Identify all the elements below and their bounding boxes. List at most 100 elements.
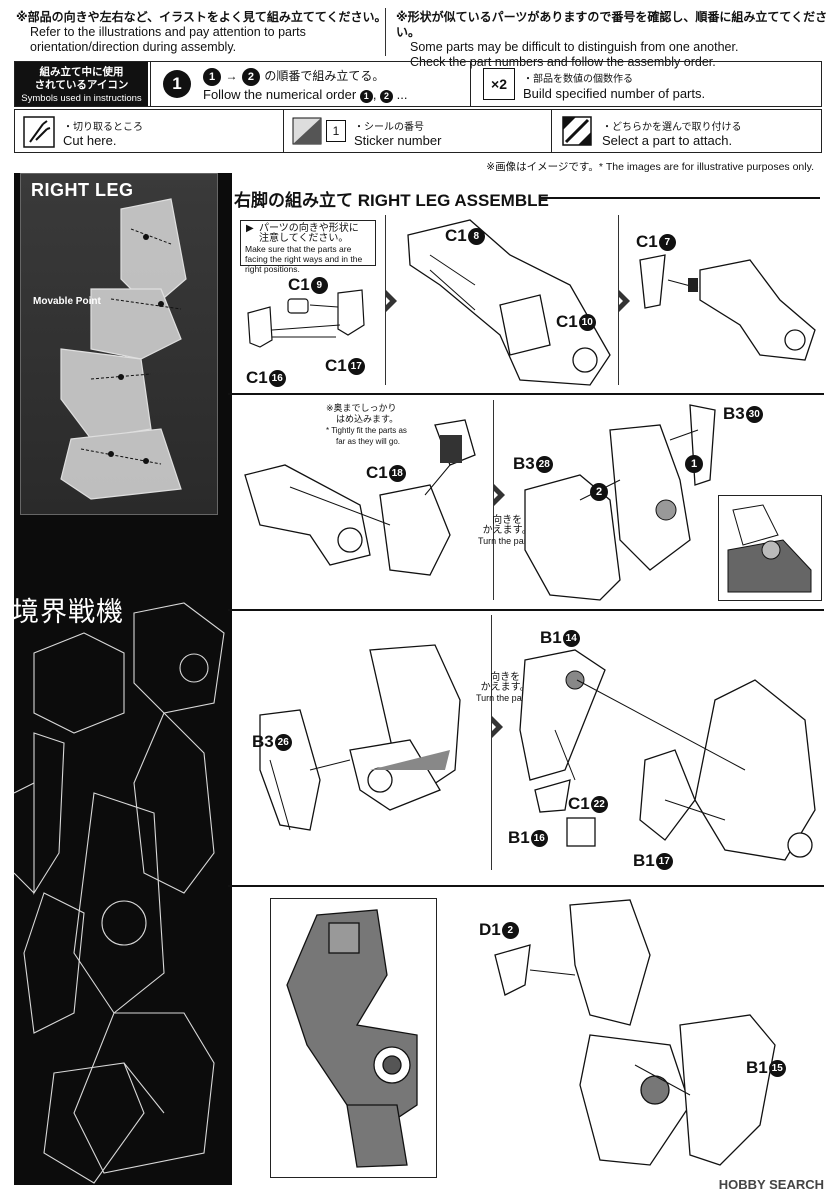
order-en-tail: ... xyxy=(396,87,408,102)
sticker-number-box: 1 xyxy=(326,120,346,142)
part-b1-16-code: B1 xyxy=(508,828,530,847)
part-b1-15-code: B1 xyxy=(746,1058,768,1077)
part-c1-18-num: 18 xyxy=(388,465,406,482)
count-jp: ・部品を数値の個数作る xyxy=(523,74,633,85)
step8-illustration xyxy=(494,899,776,1166)
symbols-row-2: ・切り取るところ Cut here. 1 ・シールの番号 Sticker num… xyxy=(14,109,822,153)
count-en: Build specified number of parts. xyxy=(523,86,706,101)
step3-illustration xyxy=(639,254,816,361)
part-b3-30-num: 30 xyxy=(745,406,763,423)
step-arrow-4 xyxy=(488,715,503,739)
row-separator-1 xyxy=(228,393,824,395)
step-arrow-2 xyxy=(615,289,630,313)
notice-left-jp: ※部品の向きや左右など、イラストをよく見て組み立ててください。 xyxy=(16,10,387,24)
order-seq-1-icon: 1 xyxy=(203,68,221,86)
part-b1-17-code: B1 xyxy=(633,851,655,870)
row-separator-2 xyxy=(228,609,824,611)
select-en: Select a part to attach. xyxy=(602,133,733,148)
fit-note: ※奥までしっかり はめ込みます。 * Tightly fit the parts… xyxy=(326,403,407,447)
part-c1-8-code: C1 xyxy=(445,226,467,245)
order-number-icon: 1 xyxy=(163,70,191,98)
order-jp: 1 → 2 の順番で組み立てる。 xyxy=(203,67,384,86)
turn-note-2: 向きを かえます。 Turn the parts. xyxy=(476,672,534,704)
orientation-note-en: Make sure that the parts are facing the … xyxy=(245,244,363,274)
part-c1-22-num: 22 xyxy=(590,796,608,813)
count-icon: ×2 xyxy=(483,68,515,100)
notice-left: ※部品の向きや左右など、イラストをよく見て組み立ててください。 Refer to… xyxy=(16,10,386,55)
fit-note-jp-1: ※奥までしっかり xyxy=(326,403,397,413)
turn-note-1-jp-1: 向きを xyxy=(492,515,523,526)
step-divider-4 xyxy=(491,615,492,870)
part-b1-16-num: 16 xyxy=(530,830,548,847)
step-arrow-3 xyxy=(490,483,505,507)
part-c1-17-num: 17 xyxy=(347,358,365,375)
part-b1-15-num: 15 xyxy=(768,1060,786,1077)
part-b3-26-num: 26 xyxy=(274,734,292,751)
notice-right-en-2: Check the part numbers and follow the as… xyxy=(410,55,716,69)
part-d1-2-num: 2 xyxy=(501,922,519,939)
row-separator-3 xyxy=(228,885,824,887)
sticker-icon xyxy=(292,117,322,145)
cut-jp: ・切り取るところ xyxy=(63,122,143,133)
cut-en: Cut here. xyxy=(63,133,117,148)
orientation-note-jp-2: 注意してください。 xyxy=(259,233,349,244)
step5-illustration xyxy=(524,404,716,601)
notice-right-jp: ※形状が似ているパーツがありますので番号を確認し、順番に組み立ててください。 xyxy=(396,10,828,39)
select-symbol: ・どちらかを選んで取り付ける Select a part to attach. xyxy=(551,110,821,152)
part-c1-7-code: C1 xyxy=(636,232,658,251)
step1-illustration xyxy=(247,289,365,348)
fit-note-en-2: far as they will go. xyxy=(336,437,401,446)
step-divider-1 xyxy=(385,215,386,385)
turn-note-2-jp-2: かえます。 xyxy=(480,682,530,693)
part-c1-16-code: C1 xyxy=(246,368,268,387)
part-b3-28-num: 28 xyxy=(535,456,553,473)
step5-order-2-icon: 2 xyxy=(590,483,608,501)
notice-left-en-1: Refer to the illustrations and pay atten… xyxy=(30,25,306,39)
title-en: RIGHT LEG ASSEMBLE xyxy=(357,191,549,210)
leg-reference-illustration xyxy=(60,198,187,500)
symbols-row-1: 組み立て中に使用 されているアイコン Symbols used in instr… xyxy=(14,61,822,107)
turn-note-1-en: Turn the parts. xyxy=(478,536,537,546)
part-c1-8-num: 8 xyxy=(467,228,485,245)
fit-note-jp-2: はめ込みます。 xyxy=(336,414,399,424)
notice-left-en-2: orientation/direction during assembly. xyxy=(30,40,237,54)
step5-order-1-icon: 1 xyxy=(685,455,703,473)
cut-icon xyxy=(23,116,55,148)
step-arrow-1 xyxy=(382,289,397,313)
turn-note-1-jp-2: かえます。 xyxy=(482,525,532,536)
turn-note-2-jp-1: 向きを xyxy=(490,672,521,683)
sticker-symbol: 1 ・シールの番号 Sticker number xyxy=(283,110,551,152)
order-en-seq-2-icon: 2 xyxy=(380,90,394,103)
page-title: 右脚の組み立て RIGHT LEG ASSEMBLE xyxy=(234,186,549,211)
title-jp: 右脚の組み立て xyxy=(234,191,353,211)
part-b1-14-code: B1 xyxy=(540,628,562,647)
detail-illustration-1 xyxy=(727,504,812,593)
symbols-label-jp-1: 組み立て中に使用 xyxy=(39,66,124,78)
sticker-jp: ・シールの番号 xyxy=(354,122,424,133)
order-en-seq-1-icon: 1 xyxy=(359,90,373,103)
title-rule xyxy=(540,197,820,199)
symbols-label-jp-2: されているアイコン xyxy=(34,79,129,91)
illustrative-note: ※画像はイメージです。* The images are for illustra… xyxy=(486,161,814,173)
orientation-note-jp-1: パーツの向きや形状に xyxy=(259,223,359,234)
order-en-text: Follow the numerical order xyxy=(203,87,357,102)
part-b3-28-code: B3 xyxy=(513,454,535,473)
order-jp-text: の順番で組み立てる。 xyxy=(264,69,385,83)
robot-lineart xyxy=(13,602,225,1184)
detail-illustration-2 xyxy=(286,909,418,1168)
part-b1-17-num: 17 xyxy=(655,853,673,870)
